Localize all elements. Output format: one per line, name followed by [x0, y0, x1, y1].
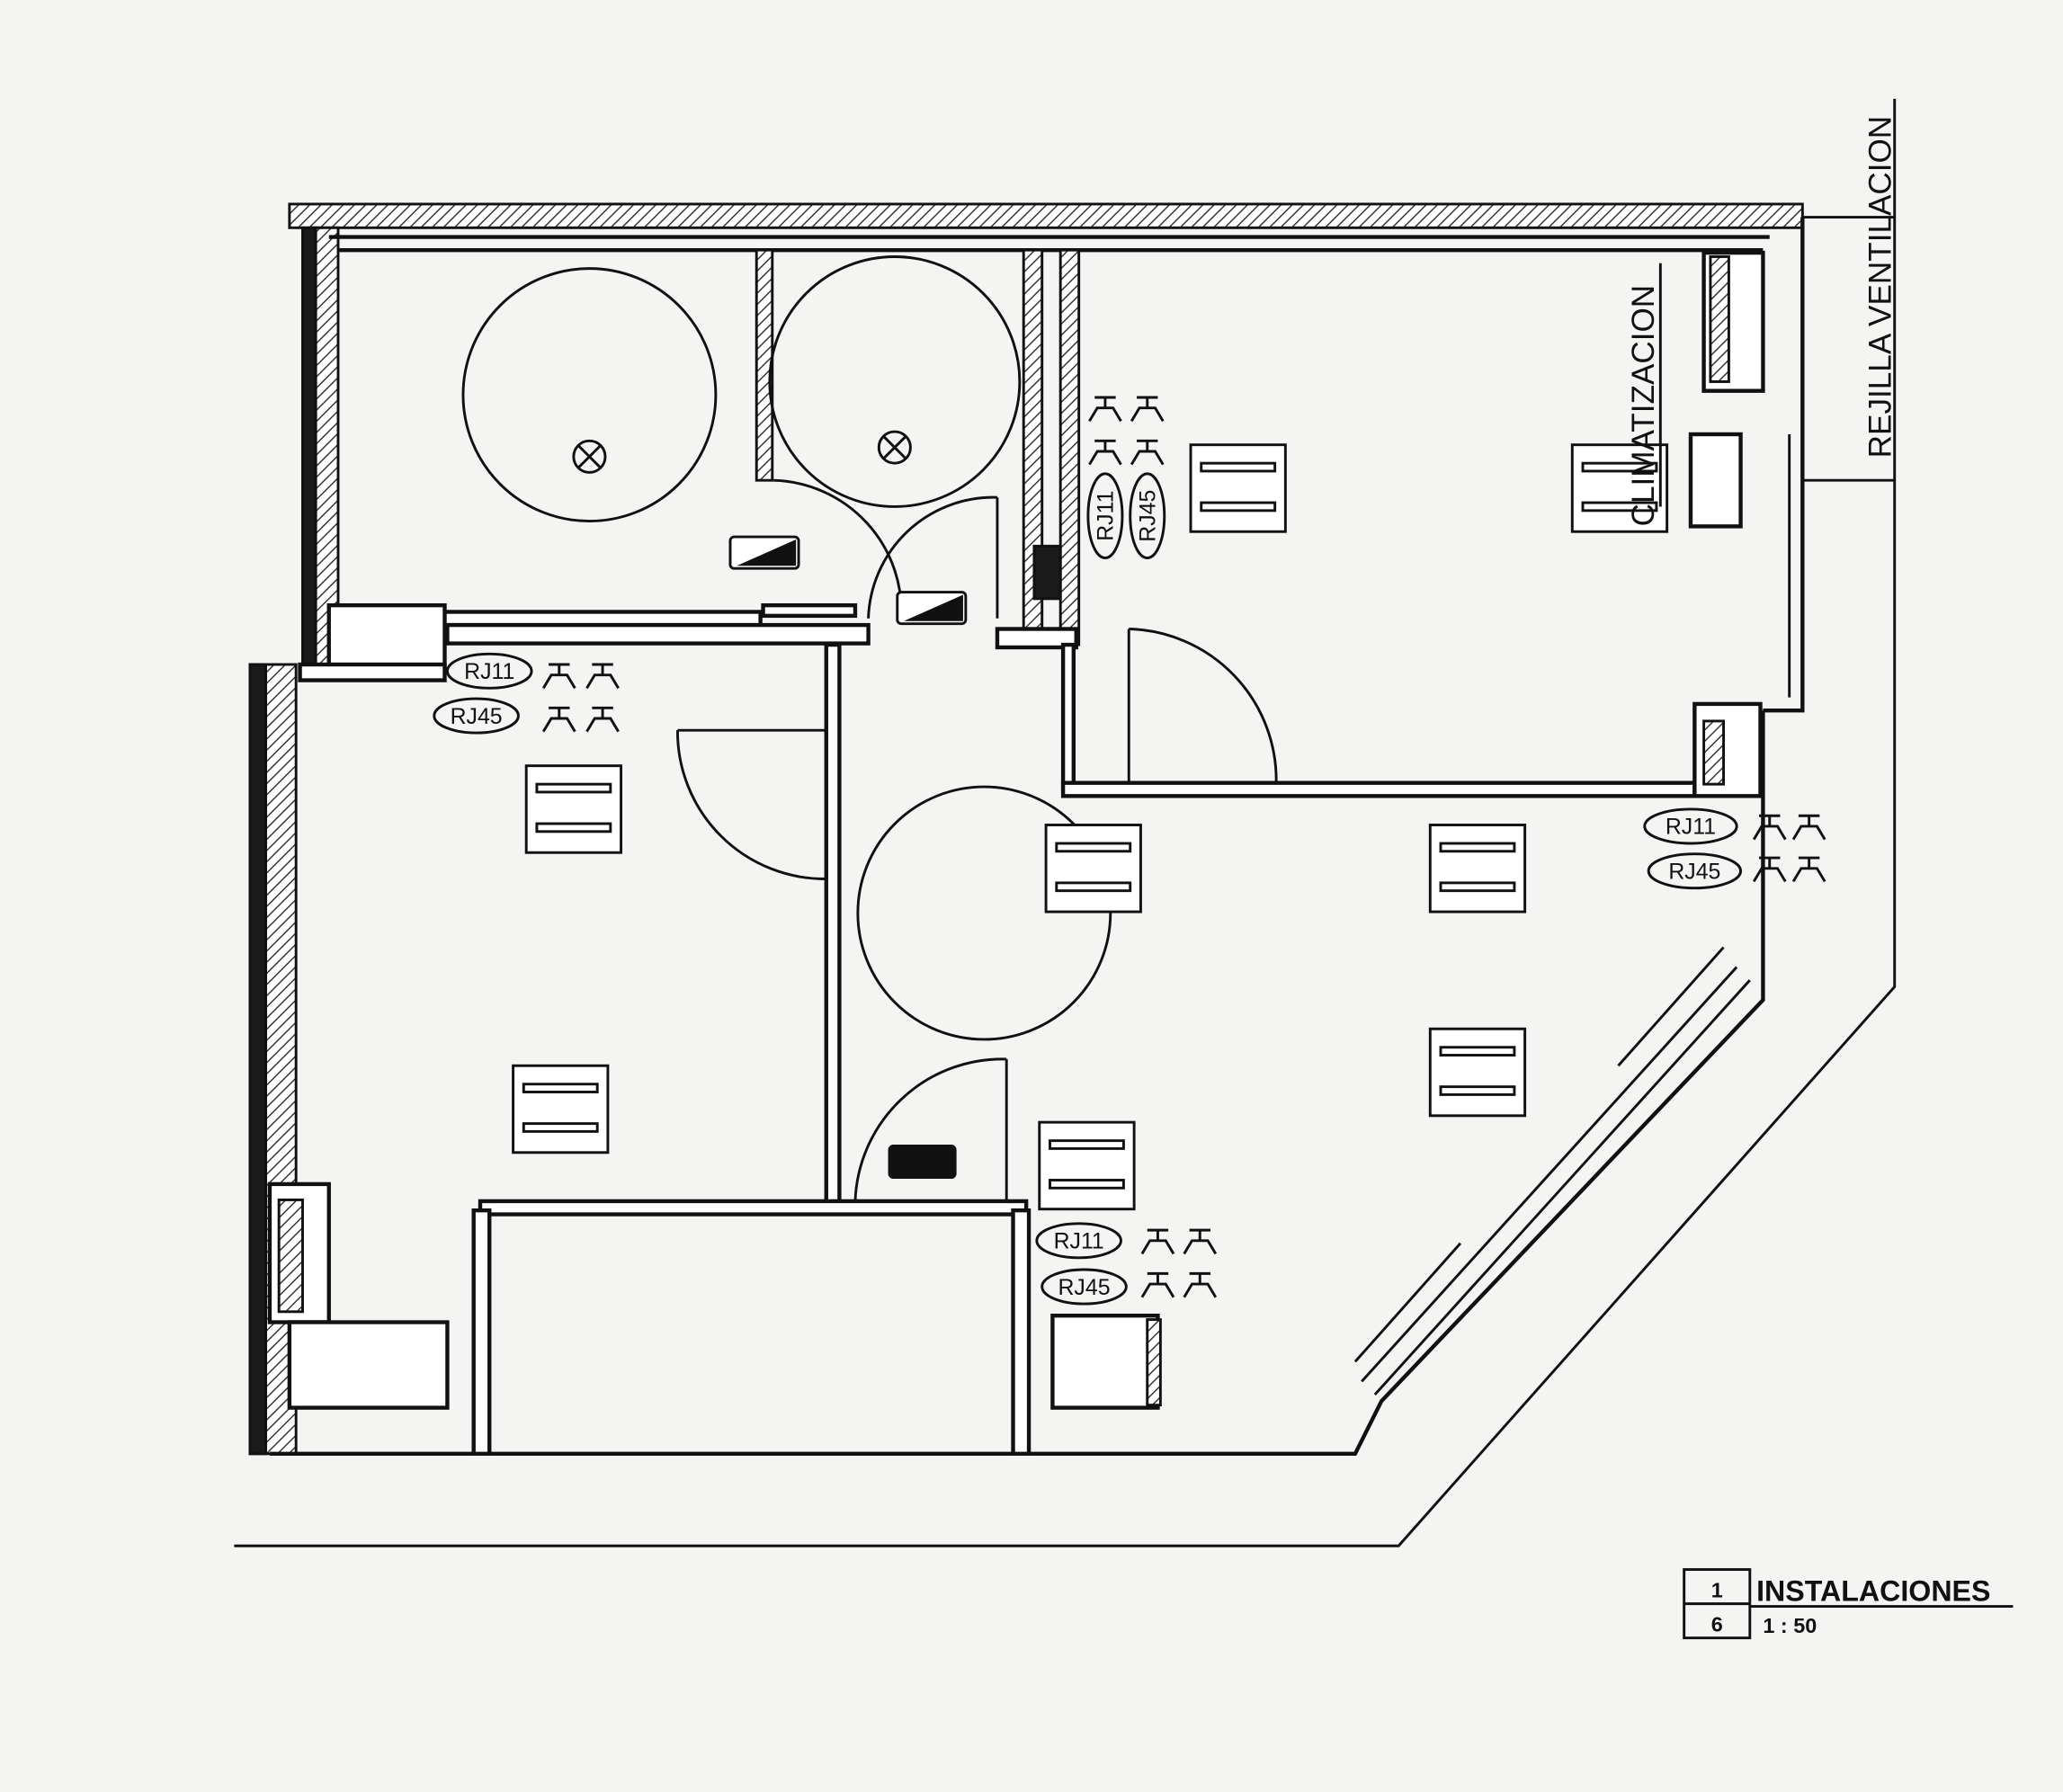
rejilla-ventilacion-label: REJILLA VENTILACION [1862, 116, 1898, 458]
climatizacion-label: CLIMATIZACION [1626, 285, 1661, 527]
drawing-number: 1 [1711, 1578, 1723, 1601]
ceiling-lights [461, 255, 1112, 1041]
sheet-number: 6 [1711, 1612, 1723, 1636]
property-line [234, 98, 1897, 1547]
rj45-label: RJ45 [1136, 490, 1161, 542]
rj11-label: RJ11 [464, 659, 514, 684]
rj11-label: RJ11 [1666, 815, 1716, 840]
rj45-label: RJ45 [1058, 1275, 1110, 1300]
title-block: 1 6 INSTALACIONES 1 : 50 [1683, 1568, 2014, 1640]
rj-labels: RJ11 RJ45 RJ11 RJ45 RJ11 RJ45 RJ11 RJ45 [433, 472, 1743, 1306]
rj45-label: RJ45 [451, 704, 503, 729]
drawing-scale: 1 : 50 [1763, 1614, 1817, 1637]
panel-box [888, 1145, 957, 1180]
rj11-label: RJ11 [1094, 491, 1119, 541]
rj45-label: RJ45 [1668, 859, 1720, 884]
drawing-title: INSTALACIONES [1756, 1575, 1990, 1608]
rj11-label: RJ11 [1054, 1229, 1104, 1254]
light-panels [512, 443, 1669, 1211]
interior-walls [267, 248, 1765, 1457]
doors [675, 478, 1278, 1201]
